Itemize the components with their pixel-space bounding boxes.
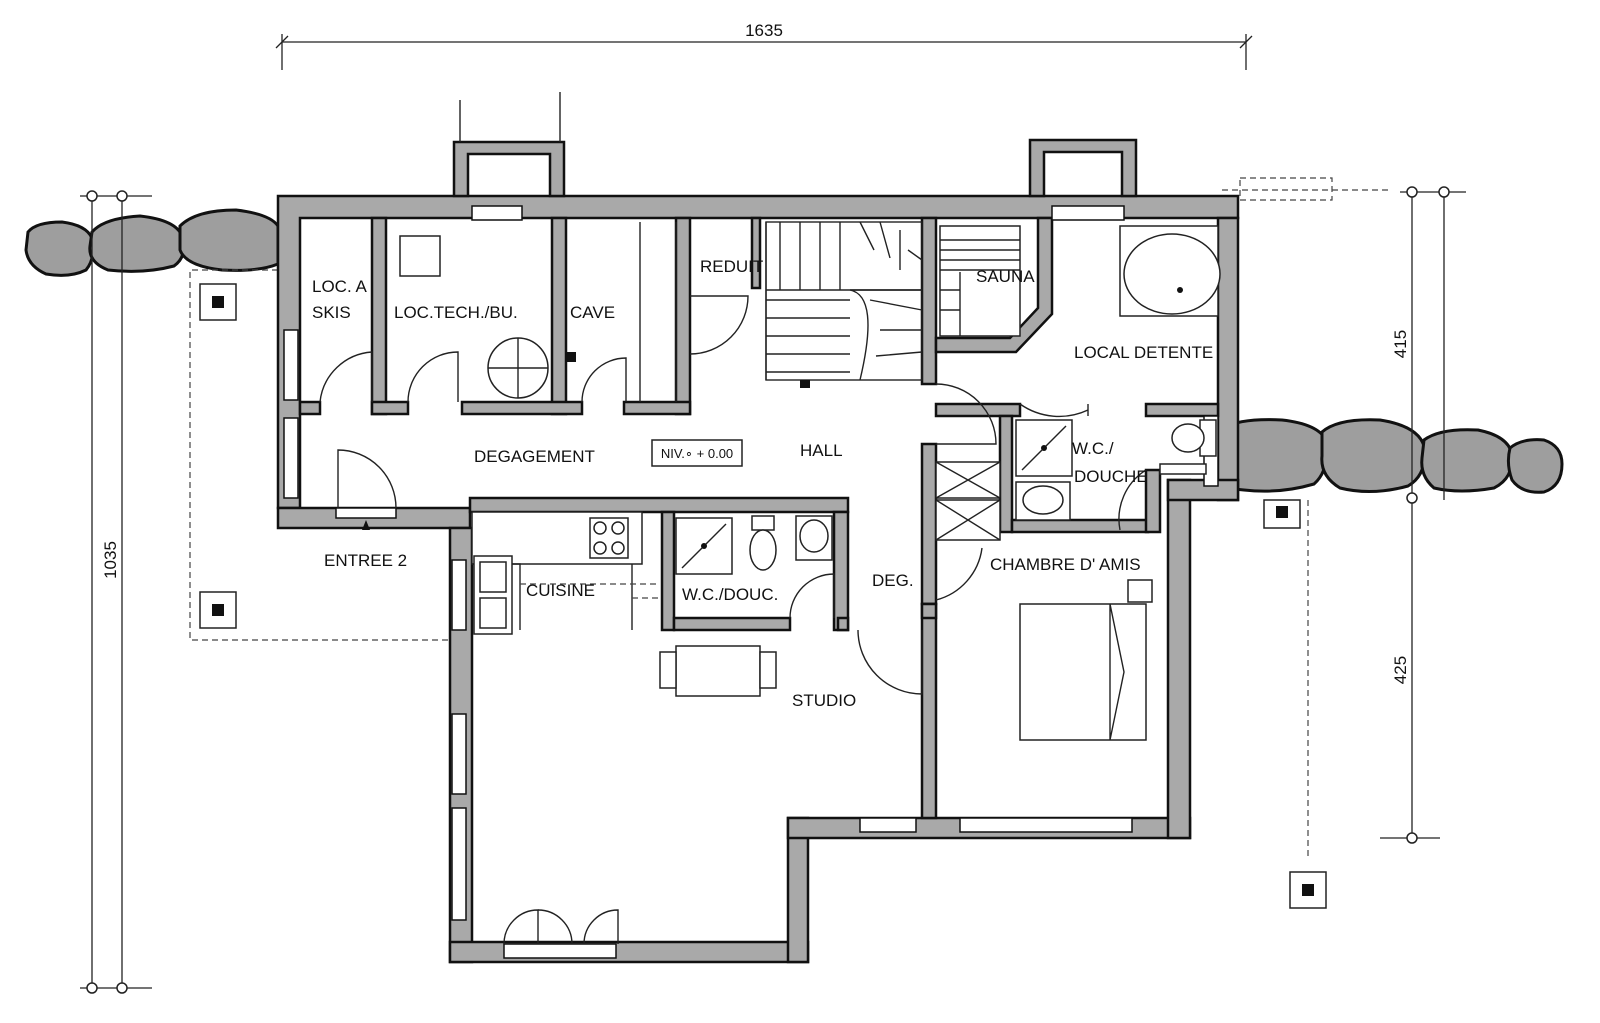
label-niveau: NIV.∘ + 0.00: [661, 446, 733, 461]
bed: [1019, 579, 1153, 741]
label-wc-douc: W.C./DOUC.: [682, 585, 778, 604]
label-cuisine: CUISINE: [526, 581, 595, 600]
wc-douc-fixtures: [675, 515, 833, 575]
staircase: [765, 221, 923, 388]
dimension-lines: [80, 34, 1466, 994]
terrace-outline: [189, 177, 1392, 860]
windows: [283, 205, 1219, 959]
label-cave: CAVE: [570, 303, 615, 322]
label-entree: ENTREE 2: [324, 551, 407, 570]
label-wc-douche-1: W.C./: [1072, 439, 1114, 458]
dim-top-label: 1635: [745, 21, 783, 40]
sauna-bench: [939, 225, 1021, 337]
label-loc-skis-1: LOC. A: [312, 277, 367, 296]
doors: [319, 295, 1147, 945]
label-studio: STUDIO: [792, 691, 856, 710]
label-wc-douche-2: DOUCHE: [1074, 467, 1148, 486]
tech-equipment: [399, 235, 576, 399]
label-hall: HALL: [800, 441, 843, 460]
label-loc-tech: LOC.TECH./BU.: [394, 303, 518, 322]
hall-cabinets: [935, 461, 1001, 541]
label-chambre: CHAMBRE D' AMIS: [990, 555, 1141, 574]
wc-douche-fixtures: [1015, 419, 1217, 521]
label-loc-skis-2: SKIS: [312, 303, 351, 322]
rocks-right: [1222, 418, 1564, 494]
dining-table: [659, 645, 777, 697]
cave-shelf: [639, 222, 677, 402]
dim-right-lower-label: 425: [1391, 656, 1410, 684]
kitchen: [471, 511, 662, 635]
dim-right-upper-label: 415: [1391, 330, 1410, 358]
label-local-detente: LOCAL DETENTE: [1074, 343, 1213, 362]
posts: [199, 283, 1327, 909]
label-degagement: DEGAGEMENT: [474, 447, 595, 466]
level-marker: NIV.∘ + 0.00: [651, 439, 743, 467]
guide-lines: [459, 92, 561, 142]
label-sauna: SAUNA: [976, 267, 1035, 286]
entry-arrow: [362, 520, 370, 530]
bathtub: [1119, 225, 1221, 317]
dim-left-label: 1035: [101, 541, 120, 579]
interior-walls: [298, 216, 1220, 820]
rocks-left: [24, 208, 280, 277]
label-deg: DEG.: [872, 571, 914, 590]
label-reduit: REDUIT: [700, 257, 763, 276]
